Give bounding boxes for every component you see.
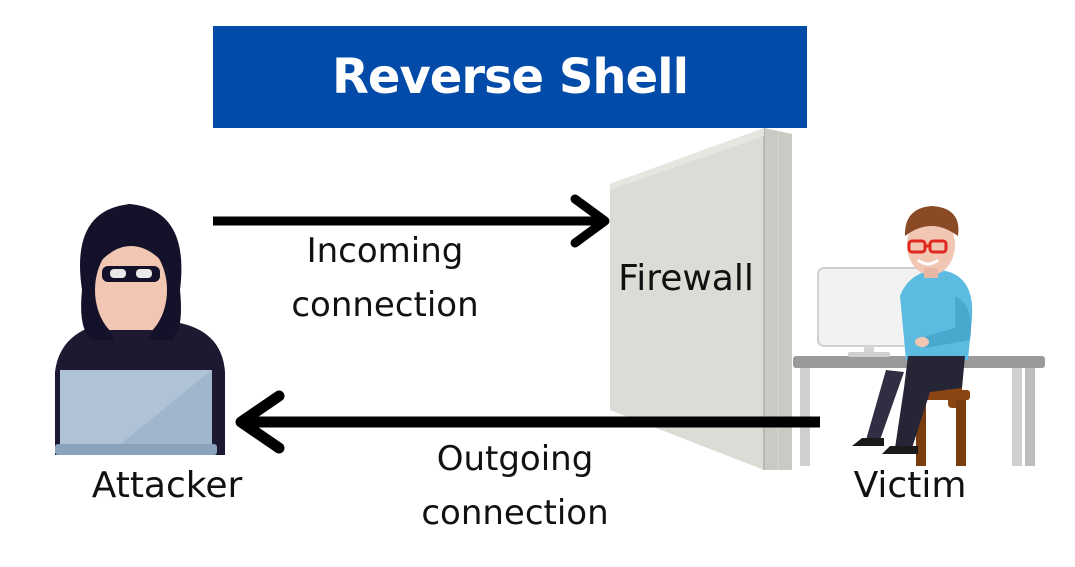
outgoing-connection-label: Outgoing connection — [405, 432, 625, 540]
attacker-label: Attacker — [91, 465, 243, 506]
title-banner: Reverse Shell — [213, 26, 807, 128]
incoming-connection-label: Incoming connection — [280, 224, 490, 332]
firewall-wall-icon — [610, 128, 792, 470]
incoming-connection-arrow — [213, 194, 610, 248]
incoming-label-line2: connection — [291, 285, 479, 325]
firewall-label: Firewall — [618, 258, 754, 299]
outgoing-label-line1: Outgoing — [436, 439, 594, 479]
outgoing-label-line2: connection — [421, 493, 609, 533]
man-at-desk-computer-icon — [793, 206, 1045, 466]
hooded-hacker-with-laptop-icon — [55, 204, 225, 455]
diagram-title: Reverse Shell — [331, 49, 689, 105]
incoming-label-line1: Incoming — [306, 231, 464, 271]
outgoing-connection-arrow — [235, 390, 820, 454]
victim-label: Victim — [853, 465, 967, 506]
